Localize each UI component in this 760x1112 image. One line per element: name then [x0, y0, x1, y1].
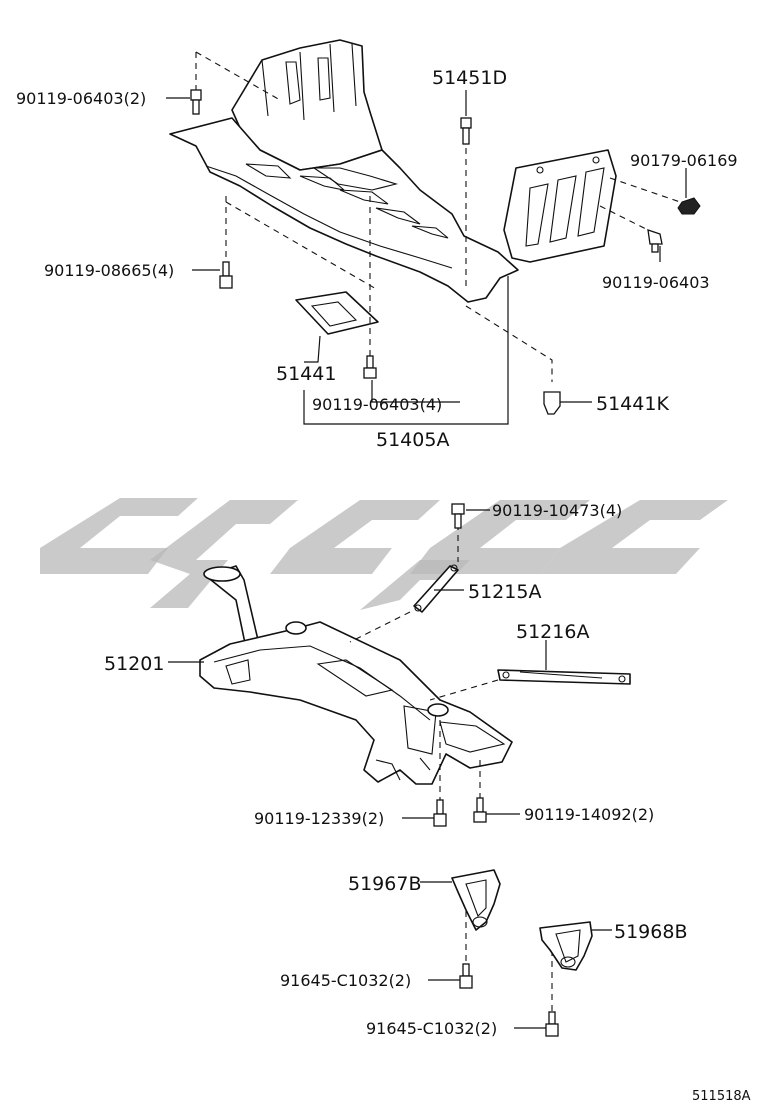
bolt-icon[interactable] [545, 1011, 559, 1037]
front-suspension-crossmember-51201[interactable] [199, 565, 513, 785]
brace-51215a[interactable] [413, 564, 459, 613]
alignment-lines-middle [349, 524, 553, 1012]
part-label-91645-c1032-2-lower[interactable]: 91645-C1032(2) [366, 1019, 497, 1038]
part-label-51405a[interactable]: 51405A [376, 429, 449, 451]
part-label-90119-06403[interactable]: 90119-06403 [602, 273, 710, 292]
part-label-51216a[interactable]: 51216A [516, 621, 589, 643]
part-label-90119-06403-4[interactable]: 90119-06403(4) [312, 395, 442, 414]
cover-plate-51441 [295, 291, 379, 335]
figure-number: 511518A [692, 1089, 751, 1104]
clip-icon[interactable] [543, 391, 561, 415]
part-label-91645-c1032-2-upper[interactable]: 91645-C1032(2) [280, 971, 411, 990]
bolt-icon[interactable] [219, 261, 233, 289]
part-label-90119-12339-2[interactable]: 90119-12339(2) [254, 809, 384, 828]
part-number-labels: 90119-06403(2) 51451D 90179-06169 90119-… [16, 67, 751, 1104]
part-label-51215a[interactable]: 51215A [468, 581, 541, 603]
bracket-51967b[interactable] [451, 869, 501, 931]
part-label-90119-06403-2[interactable]: 90119-06403(2) [16, 89, 146, 108]
part-label-90119-10473-4[interactable]: 90119-10473(4) [492, 501, 622, 520]
brace-51216a[interactable] [497, 669, 631, 685]
part-label-51201[interactable]: 51201 [104, 653, 164, 675]
bolt-icon[interactable] [451, 503, 465, 529]
bolt-icon[interactable] [459, 963, 473, 989]
part-label-51441k[interactable]: 51441K [596, 393, 669, 415]
alignment-lines-top [195, 51, 687, 382]
bolt-icon[interactable] [647, 229, 663, 253]
bolt-icon[interactable] [433, 799, 447, 827]
part-label-90119-08665-4[interactable]: 90119-08665(4) [44, 261, 174, 280]
part-label-90179-06169[interactable]: 90179-06169 [630, 151, 738, 170]
part-label-51967b[interactable]: 51967B [348, 873, 421, 895]
leader-lines [166, 90, 687, 1029]
bolt-icon[interactable] [473, 797, 487, 823]
bolt-icon[interactable] [460, 117, 472, 145]
engine-under-cover-51405a[interactable] [169, 39, 617, 335]
part-label-90119-14092-2[interactable]: 90119-14092(2) [524, 805, 654, 824]
nut-icon[interactable] [677, 197, 701, 215]
bolt-icon[interactable] [190, 89, 202, 115]
bolt-icon[interactable] [363, 355, 377, 379]
part-label-51968b[interactable]: 51968B [614, 921, 687, 943]
bracket-51968b[interactable] [539, 921, 593, 971]
part-label-51451d[interactable]: 51451D [432, 67, 507, 89]
part-label-51441[interactable]: 51441 [276, 363, 336, 385]
watermark-logo [40, 498, 728, 610]
